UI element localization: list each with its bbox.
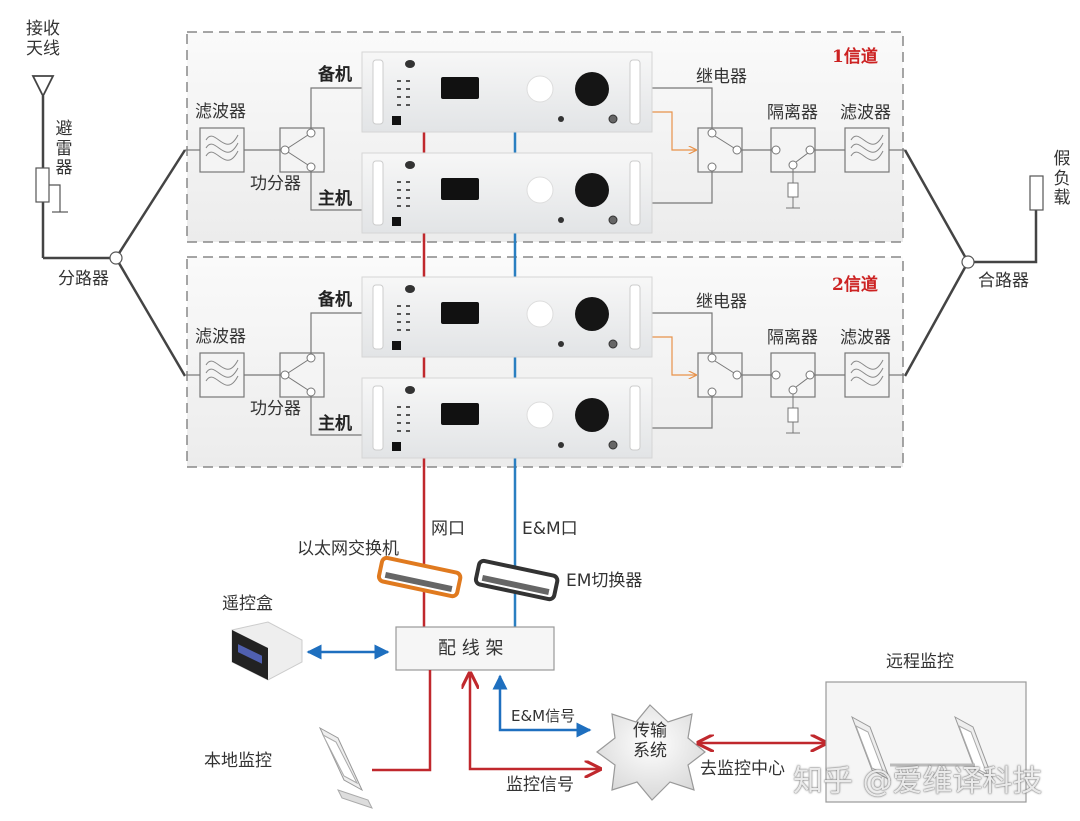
transmission-system-label: 传输系统 <box>633 721 667 761</box>
knob-icon <box>526 176 554 204</box>
local-monitor-icon <box>318 726 373 809</box>
backup-transmitter-unit-ch1 <box>361 51 653 133</box>
channel-2-components <box>185 312 905 436</box>
channel-1-label: 1信道 <box>832 47 878 67</box>
ch1-filter-out-label: 滤波器 <box>840 103 891 123</box>
display-screen <box>441 403 479 425</box>
dummy-load-label: 假负载 <box>1053 149 1071 209</box>
relay-control-line <box>652 336 696 375</box>
em-signal-arrow <box>492 674 592 738</box>
ch2-main-label: 主机 <box>318 414 352 434</box>
brand-logo-icon <box>405 60 415 68</box>
remote-monitor-box <box>825 681 1027 803</box>
knob-icon <box>526 75 554 103</box>
rack-handle <box>372 284 384 350</box>
power-switch <box>392 442 401 451</box>
ethernet-switch-icon <box>376 555 463 599</box>
em-switch-label: EM切换器 <box>566 571 643 591</box>
display-screen <box>441 77 479 99</box>
fan-icon <box>575 398 609 432</box>
fan-icon <box>575 173 609 207</box>
channel-1-components <box>185 87 905 211</box>
splitter-label: 分路器 <box>58 269 109 289</box>
ch2-relay-label: 继电器 <box>696 292 747 312</box>
lightning-arrester-label: 避雷器 <box>55 119 73 179</box>
em-switch-icon <box>473 558 560 602</box>
backup-transmitter-unit-ch2 <box>361 276 653 358</box>
ch2-backup-label: 备机 <box>318 290 352 310</box>
combiner-label: 合路器 <box>978 271 1029 291</box>
to-monitor-center-label: 去监控中心 <box>700 759 785 779</box>
fan-icon <box>575 72 609 106</box>
fan-icon <box>575 297 609 331</box>
ch1-power-divider-label: 功分器 <box>250 174 301 194</box>
power-switch <box>392 116 401 125</box>
power-switch <box>392 217 401 226</box>
distribution-frame-box <box>395 626 555 671</box>
brand-logo-icon <box>405 386 415 394</box>
resistor-icon <box>787 182 799 198</box>
remote-monitor-label: 远程监控 <box>886 652 954 672</box>
ch2-filter-out-label: 滤波器 <box>840 328 891 348</box>
main-transmitter-unit-ch2 <box>361 377 653 459</box>
ch2-power-divider-label: 功分器 <box>250 399 301 419</box>
monitor-signal-label: 监控信号 <box>506 775 574 795</box>
display-screen <box>441 302 479 324</box>
knob-icon <box>526 401 554 429</box>
channel-2-label: 2信道 <box>832 275 878 295</box>
rack-handle <box>372 59 384 125</box>
ch2-filter-in-label: 滤波器 <box>195 327 246 347</box>
brand-logo-icon <box>405 285 415 293</box>
rack-handle <box>629 385 641 451</box>
rack-handle <box>629 160 641 226</box>
remote-monitor-screen-icon <box>851 715 994 782</box>
combiner-node <box>961 255 975 269</box>
splitter-node <box>109 251 123 265</box>
receive-antenna-label: 接收天线 <box>26 19 60 59</box>
relay-control-line <box>652 111 696 150</box>
antenna-icon <box>31 75 55 258</box>
ch1-filter-in-label: 滤波器 <box>195 102 246 122</box>
ch1-isolator-label: 隔离器 <box>767 103 818 123</box>
ch1-main-label: 主机 <box>318 189 352 209</box>
monitor-signal-arrow <box>470 673 600 769</box>
remote-box-label: 遥控盒 <box>222 594 273 614</box>
rack-handle <box>372 160 384 226</box>
rack-handle <box>629 59 641 125</box>
transmission-system-star <box>595 704 706 801</box>
main-transmitter-unit-ch1 <box>361 152 653 234</box>
local-monitor-label: 本地监控 <box>204 751 272 771</box>
resistor-icon <box>787 407 799 423</box>
dummy-load-icon <box>1029 175 1044 211</box>
local-monitor-line <box>372 670 432 772</box>
ethernet-switch-label: 以太网交换机 <box>297 539 399 559</box>
rack-handle <box>629 284 641 350</box>
lightning-arrester-icon <box>35 167 68 213</box>
ch1-relay-label: 继电器 <box>696 67 747 87</box>
em-port-label: E&M口 <box>522 519 578 539</box>
rack-handle <box>372 385 384 451</box>
ch1-backup-label: 备机 <box>318 65 352 85</box>
watermark: 知乎 @爱维译科技 <box>793 764 1043 799</box>
brand-logo-icon <box>405 161 415 169</box>
network-port-label: 网口 <box>431 519 465 539</box>
remote-control-box-icon <box>231 621 303 681</box>
power-switch <box>392 341 401 350</box>
display-screen <box>441 178 479 200</box>
ch2-isolator-label: 隔离器 <box>767 328 818 348</box>
em-signal-label: E&M信号 <box>511 707 576 725</box>
distribution-frame-label: 配 线 架 <box>438 638 504 659</box>
knob-icon <box>526 300 554 328</box>
